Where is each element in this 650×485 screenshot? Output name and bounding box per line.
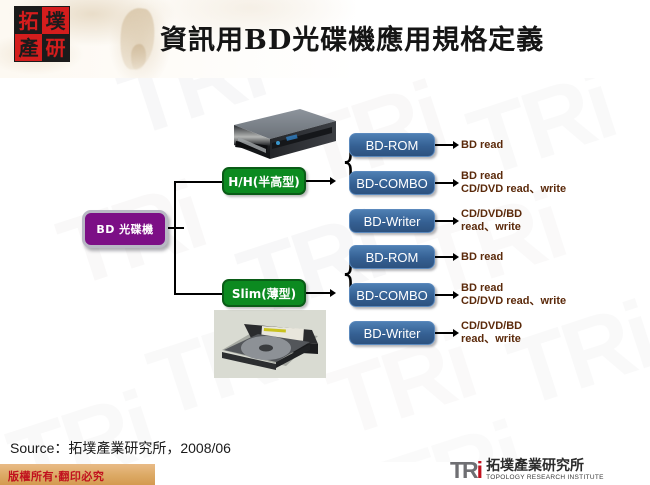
footer-copyright-bar: 版權所有‧翻印必究 bbox=[0, 464, 155, 485]
node-product-hh-bd-writer-label: BD-Writer bbox=[363, 213, 421, 229]
node-product-hh-bd-rom: BD-ROM bbox=[349, 133, 435, 157]
capability-hh-bd-combo: BD read CD/DVD read、write bbox=[461, 170, 567, 195]
capability-hh-bd-writer: CD/DVD/BD read、write bbox=[461, 208, 523, 233]
node-form-factor-half-height: H/H(半高型) bbox=[222, 167, 306, 195]
logo-char-3: 產 bbox=[15, 34, 42, 61]
node-form-factor-half-height-label: H/H(半高型) bbox=[228, 174, 300, 189]
node-product-slim-bd-rom: BD-ROM bbox=[349, 245, 435, 269]
node-product-hh-bd-combo-label: BD-COMBO bbox=[356, 175, 428, 191]
footer-tri-name-cn: 拓墣產業研究所 bbox=[486, 458, 585, 475]
arrow-slim-bd-combo-icon bbox=[453, 291, 459, 299]
node-product-slim-bd-combo: BD-COMBO bbox=[349, 283, 435, 307]
node-product-slim-bd-rom-label: BD-ROM bbox=[365, 249, 419, 265]
node-bd-optical-drive: BD 光碟機 bbox=[82, 210, 168, 248]
source-note: Source：拓墣產業研究所，2008/06 bbox=[10, 440, 231, 456]
arrow-hh-bd-writer-icon bbox=[453, 217, 459, 225]
node-product-hh-bd-writer: BD-Writer bbox=[349, 209, 435, 233]
logo-char-4: 研 bbox=[42, 34, 69, 61]
arrow-slim-bd-rom-icon bbox=[453, 253, 459, 261]
connector-slim-to-group bbox=[306, 292, 332, 294]
arrow-half-height-icon bbox=[330, 177, 336, 185]
connector-root-stem bbox=[168, 227, 184, 229]
capability-hh-bd-rom: BD read bbox=[461, 139, 504, 151]
connector-hh-bd-writer bbox=[435, 220, 455, 222]
connector-to-half-height bbox=[174, 181, 222, 183]
connector-slim-bd-writer bbox=[435, 332, 455, 334]
tri-corner-logo: 拓 墣 產 研 bbox=[14, 6, 70, 62]
footer-tri-logo: TRi 拓墣產業研究所 TOPOLOGY RESEARCH INSTITUTE bbox=[450, 455, 650, 485]
connector-hh-bd-combo bbox=[435, 182, 455, 184]
node-product-slim-bd-writer: BD-Writer bbox=[349, 321, 435, 345]
footer-tri-names: 拓墣產業研究所 TOPOLOGY RESEARCH INSTITUTE bbox=[481, 459, 604, 481]
capability-slim-bd-rom: BD read bbox=[461, 251, 504, 263]
slide-header bbox=[0, 0, 650, 78]
capability-slim-bd-combo: BD read CD/DVD read、write bbox=[461, 282, 567, 307]
logo-char-2: 墣 bbox=[42, 7, 69, 34]
arrow-slim-icon bbox=[330, 289, 336, 297]
arrow-hh-bd-rom-icon bbox=[453, 141, 459, 149]
connector-slim-bd-rom bbox=[435, 256, 455, 258]
arrow-slim-bd-writer-icon bbox=[453, 329, 459, 337]
node-form-factor-slim: Slim(薄型) bbox=[222, 279, 306, 307]
footer-tri-name-en: TOPOLOGY RESEARCH INSTITUTE bbox=[486, 473, 604, 481]
node-form-factor-slim-label: Slim(薄型) bbox=[231, 286, 297, 301]
footer-swoosh-inner bbox=[128, 462, 650, 485]
connector-to-slim bbox=[174, 293, 222, 295]
node-product-hh-bd-combo: BD-COMBO bbox=[349, 171, 435, 195]
node-bd-optical-drive-label: BD 光碟機 bbox=[96, 223, 154, 236]
footer-copyright-text: 版權所有‧翻印必究 bbox=[8, 470, 105, 483]
node-product-hh-bd-rom-label: BD-ROM bbox=[365, 137, 419, 153]
connector-spine bbox=[174, 181, 176, 295]
footer-tri-mark-i: i bbox=[476, 456, 484, 483]
node-product-slim-bd-writer-label: BD-Writer bbox=[363, 325, 421, 341]
connector-hh-bd-rom bbox=[435, 144, 455, 146]
page-title: 資訊用BD光碟機應用規格定義 bbox=[160, 25, 545, 56]
half-height-bd-drive-photo bbox=[222, 107, 338, 162]
footer-tri-mark-tr: TR bbox=[450, 456, 479, 483]
capability-slim-bd-writer: CD/DVD/BD read、write bbox=[461, 320, 523, 345]
connector-slim-bd-combo bbox=[435, 294, 455, 296]
arrow-hh-bd-combo-icon bbox=[453, 179, 459, 187]
header-texture bbox=[0, 0, 650, 78]
connector-half-height-to-group bbox=[306, 180, 332, 182]
node-product-slim-bd-combo-label: BD-COMBO bbox=[356, 287, 428, 303]
logo-char-1: 拓 bbox=[15, 7, 42, 34]
footer-tri-mark: TRi bbox=[450, 456, 484, 483]
slim-bd-drive-photo bbox=[214, 310, 326, 378]
